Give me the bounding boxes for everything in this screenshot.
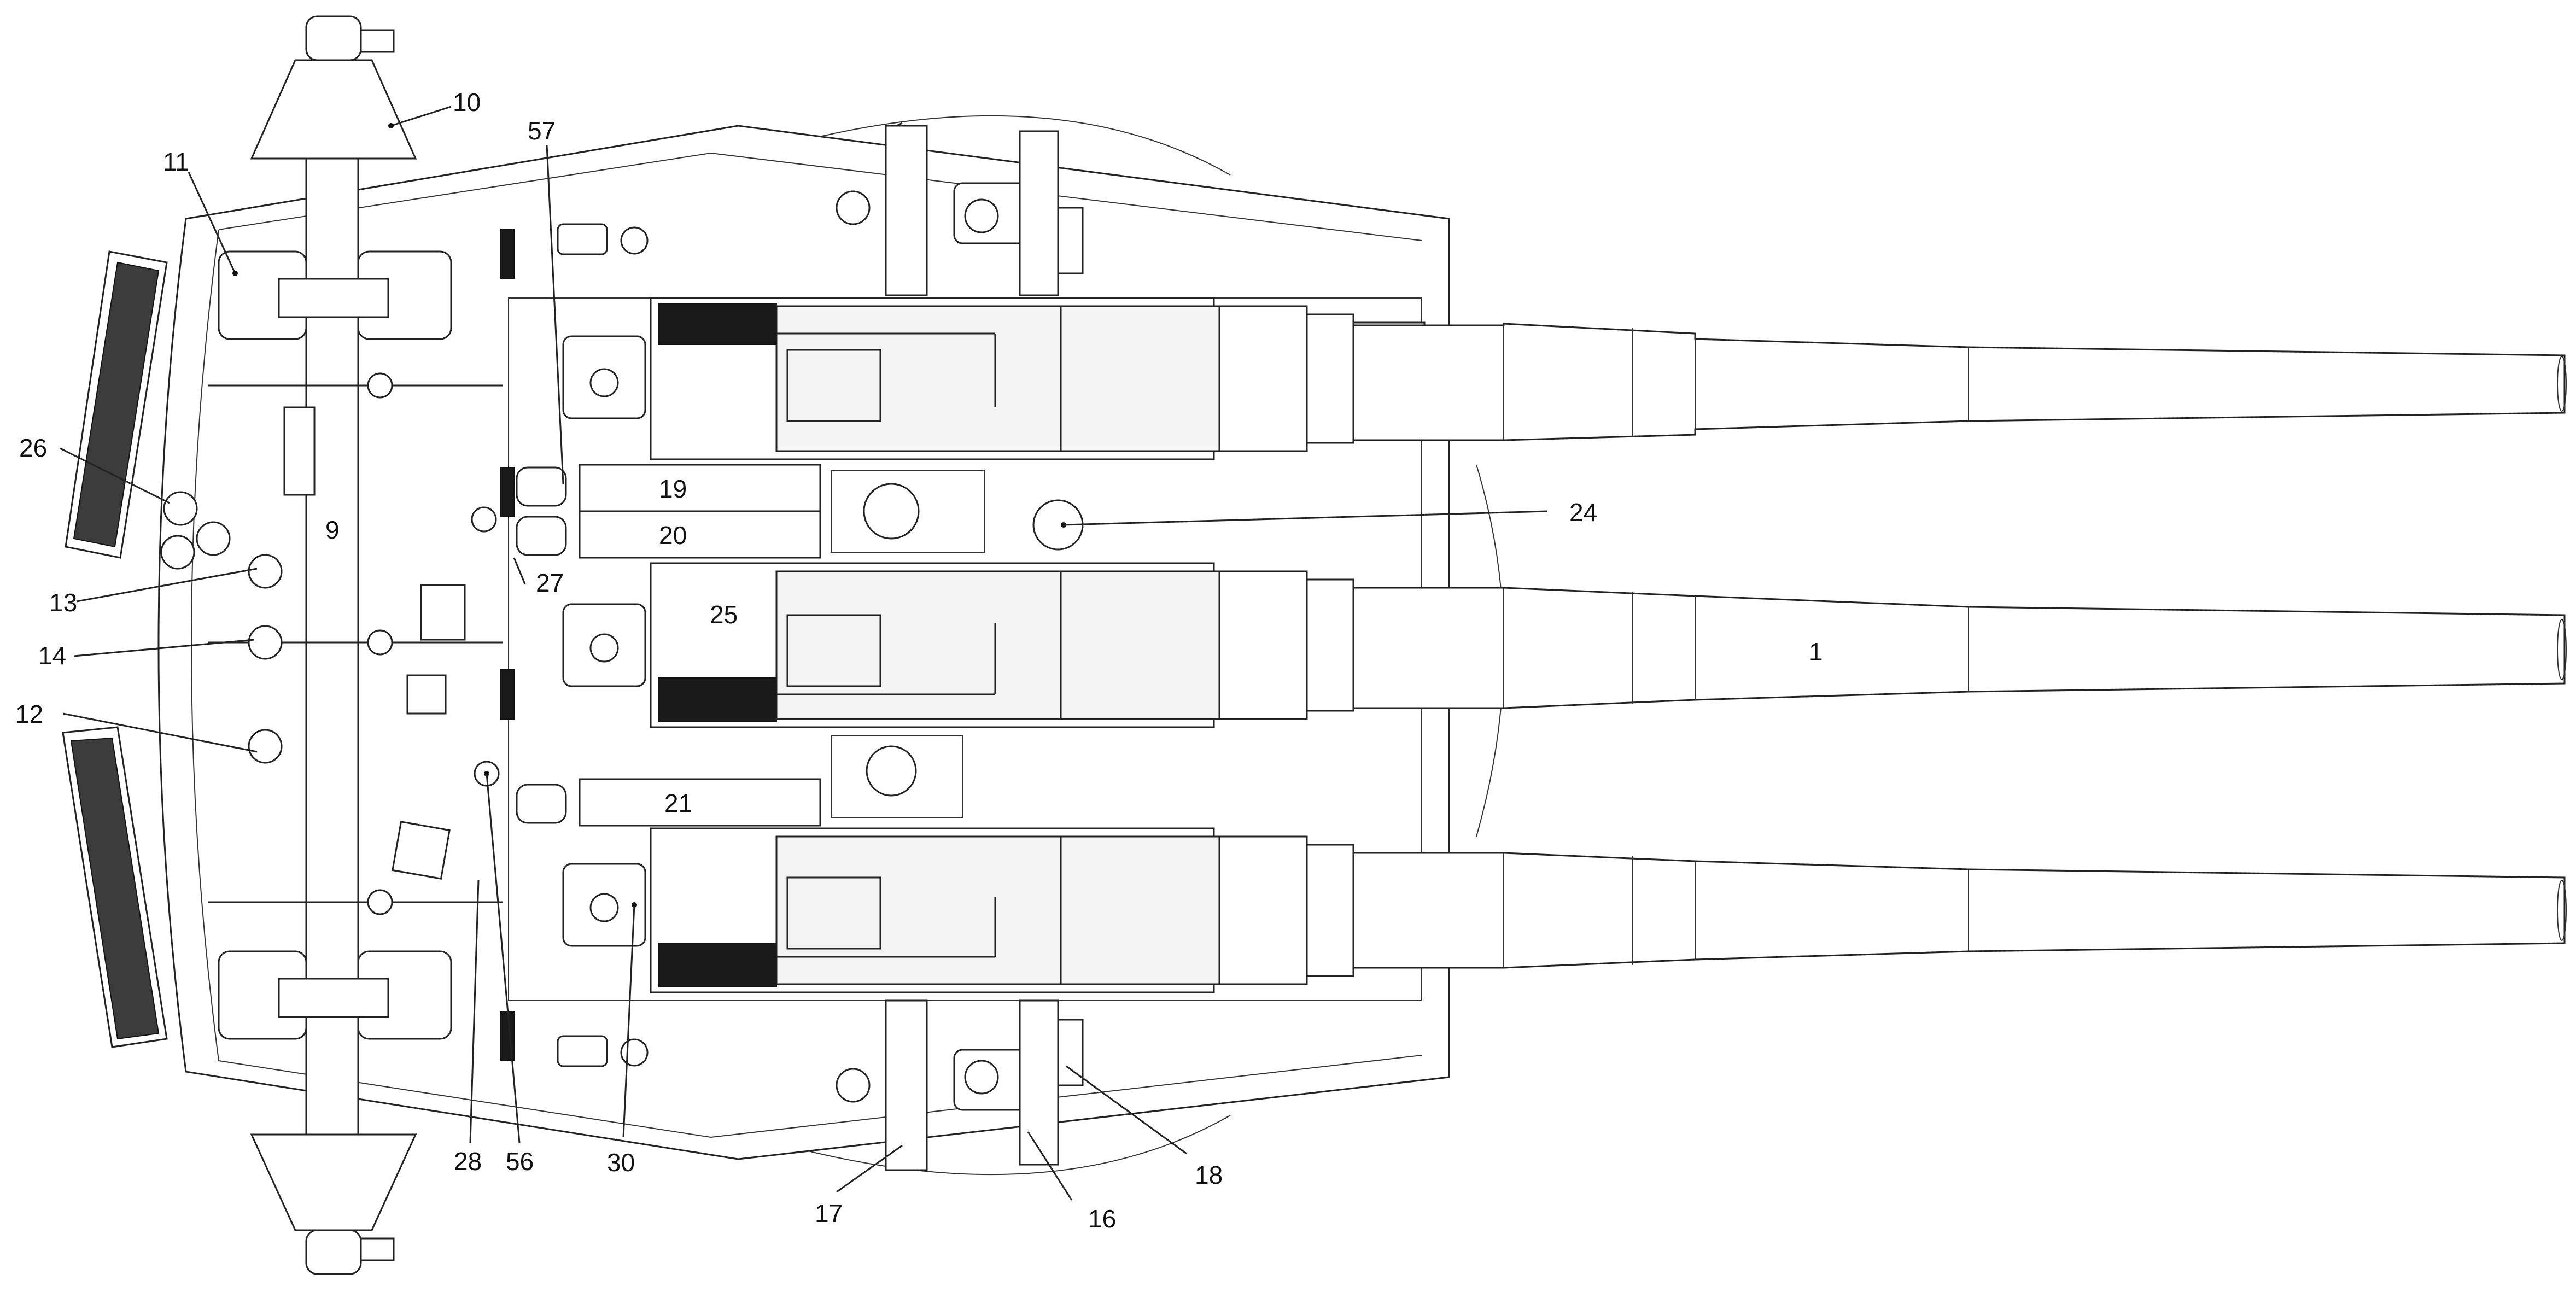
rangefinder-hood-bottom (250, 1133, 417, 1275)
hoist-trunk-21 (579, 778, 821, 827)
breech-seat-middle (562, 603, 646, 687)
training-shaft-bottom (208, 889, 503, 915)
hoist-wheel-upper (863, 483, 920, 540)
breech-seat-top (562, 335, 646, 419)
breech-seat-bottom (562, 863, 646, 947)
label-11: 11 (163, 148, 189, 176)
label-13: 13 (49, 588, 77, 617)
sight-14 (248, 625, 283, 660)
training-gear-top (500, 229, 515, 279)
barrel-top (1352, 323, 2566, 441)
label-9: 9 (325, 516, 340, 544)
leader-lines (60, 106, 1548, 1201)
top-roof-vent (620, 226, 649, 255)
hoist-frame-upper (831, 470, 985, 553)
bottom-roof-vent (620, 1038, 649, 1067)
gun-middle-recoil-grille (658, 677, 777, 722)
gun-top-recoil-grille (658, 303, 777, 345)
hoist-seat-57 (516, 466, 567, 824)
label-10: 10 (453, 88, 481, 116)
ventilator-top (65, 250, 168, 559)
ventilator-bottom (62, 726, 168, 1048)
turret-house-inner-outline (191, 152, 1422, 1138)
hoist-frame-lower (831, 735, 963, 818)
label-17: 17 (815, 1199, 843, 1227)
label-14: 14 (38, 641, 66, 670)
label-27: 27 (536, 569, 564, 597)
rangefinder-seat-bottom (218, 950, 452, 1040)
gun-bottom-recoil-grille (658, 943, 777, 987)
small-dial-upper (471, 506, 497, 533)
control-box-9 (283, 406, 316, 496)
rear-square-top (406, 674, 447, 715)
gun-top (562, 297, 2567, 460)
label-57: 57 (528, 116, 556, 145)
hoist-trunk-20 (579, 510, 821, 559)
label-25: 25 (710, 600, 738, 629)
label-12: 12 (15, 700, 43, 728)
barrel-middle (1352, 587, 2566, 709)
bottom-roof-hatch (557, 1035, 608, 1067)
label-26: 26 (19, 434, 47, 462)
rear-hatch-c (160, 535, 195, 570)
gun-middle (562, 562, 2567, 728)
rear-hatch-b (196, 521, 231, 556)
gun-bottom (562, 827, 2567, 993)
rangefinder-hood-top (250, 15, 417, 160)
label-1: 1 (1809, 638, 1823, 666)
label-21: 21 (664, 789, 692, 817)
rear-cabinet (420, 584, 466, 641)
training-gear-mid-lower (500, 669, 515, 720)
hoist-wheel-lower (866, 745, 917, 797)
side-station-bottom (836, 999, 1084, 1171)
rear-square-bottom (392, 821, 451, 880)
barbette-arc-top (738, 115, 1231, 176)
training-gear-mid-upper (500, 467, 515, 517)
label-28: 28 (454, 1147, 482, 1176)
label-24: 24 (1569, 498, 1597, 527)
label-18: 18 (1195, 1161, 1223, 1189)
rangefinder-seat-top (218, 250, 452, 340)
label-19: 19 (659, 475, 687, 503)
label-20: 20 (659, 521, 687, 549)
label-30: 30 (607, 1148, 635, 1177)
label-16: 16 (1088, 1205, 1116, 1233)
barrel-bottom (1352, 852, 2566, 969)
hoist-trunk-19 (579, 464, 821, 512)
rear-hatch-a (163, 491, 198, 526)
label-56: 56 (506, 1147, 534, 1176)
sight-12 (248, 729, 283, 764)
training-shaft-top (208, 372, 503, 399)
sight-13 (248, 554, 283, 589)
top-roof-hatch (557, 223, 608, 255)
side-station-top (836, 122, 1084, 296)
